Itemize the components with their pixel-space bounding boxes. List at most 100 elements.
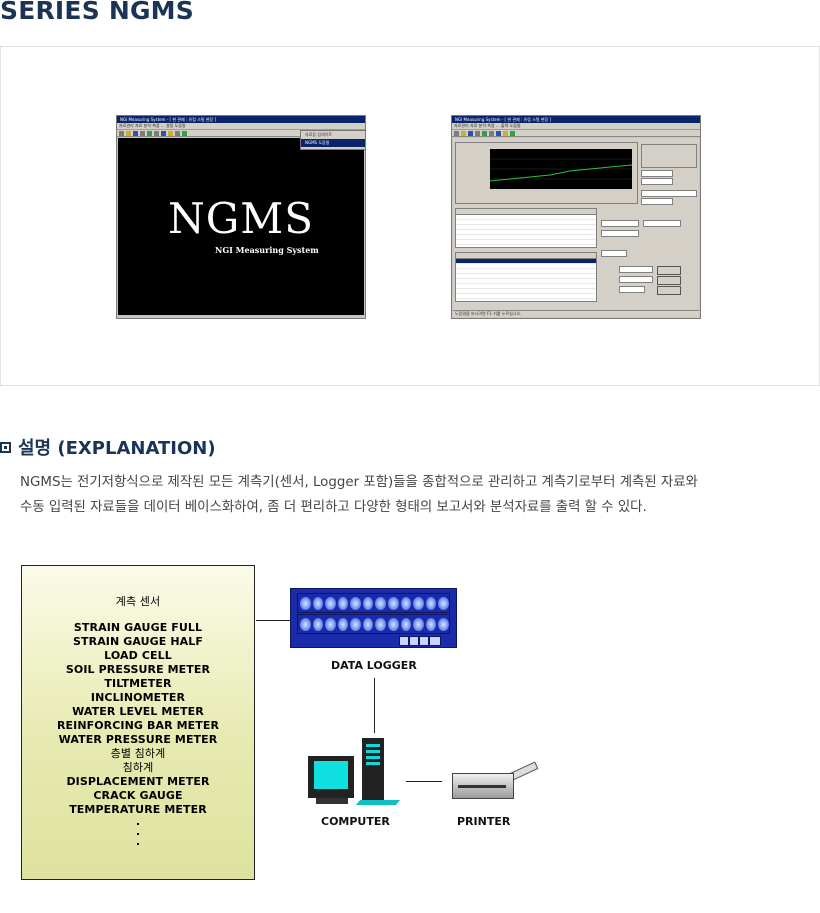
knob-icon xyxy=(400,596,412,610)
printer-icon xyxy=(452,761,539,803)
splash-area: NGMS NGI Measuring System xyxy=(118,138,364,315)
status-bar: 도움말을 보시려면 F1 키를 누르십시오. xyxy=(453,310,699,317)
knob-icon xyxy=(400,617,412,631)
grid-row[interactable] xyxy=(456,215,596,220)
toolbar xyxy=(452,130,700,137)
grid-row[interactable] xyxy=(456,259,596,264)
screenshots-panel: NGI Measuring System - [ 현 관제 : 유럽 스틸 현장… xyxy=(0,46,820,386)
date-select[interactable] xyxy=(601,220,639,227)
grid-row[interactable] xyxy=(456,289,596,294)
trend-chart xyxy=(490,149,632,189)
sensor-item: SOIL PRESSURE METER xyxy=(65,663,211,676)
keyboard-icon xyxy=(355,800,401,805)
input-field[interactable] xyxy=(619,286,645,293)
folder-icon xyxy=(126,131,131,136)
knob-icon xyxy=(413,596,424,610)
folder-icon xyxy=(461,131,466,136)
grid-row[interactable] xyxy=(456,294,596,299)
date-select[interactable] xyxy=(619,266,653,273)
grid-row[interactable] xyxy=(456,269,596,274)
printer-slot xyxy=(458,785,506,788)
grid-row[interactable] xyxy=(456,225,596,230)
grid-row[interactable] xyxy=(456,230,596,235)
window-titlebar: NGI Measuring System - [ 현 관제 : 유럽 스틸 현장… xyxy=(117,116,365,123)
toolbar-icon xyxy=(119,131,124,136)
input-field[interactable] xyxy=(641,190,697,197)
connector-line xyxy=(256,620,290,621)
toolbar xyxy=(117,130,365,137)
knob-icon xyxy=(300,596,311,610)
action-button[interactable] xyxy=(657,266,681,275)
description: NGMS는 전기저항식으로 제작된 모든 계측기(센서, Logger 포함)들… xyxy=(20,470,800,520)
knob-icon xyxy=(312,617,324,631)
date-select[interactable] xyxy=(643,220,681,227)
sensor-item: 침하계 xyxy=(122,761,154,774)
date-select[interactable] xyxy=(601,230,639,237)
action-button[interactable] xyxy=(657,276,681,285)
help-dropdown: 자료등 업데이트 NGMS 도움말 xyxy=(300,130,365,150)
drive-slot xyxy=(366,762,380,765)
chart-icon xyxy=(147,131,152,136)
monitor-icon xyxy=(308,756,354,798)
chart-icon xyxy=(482,131,487,136)
grid-row[interactable] xyxy=(456,264,596,269)
grid-row[interactable] xyxy=(456,284,596,289)
input-field[interactable] xyxy=(641,178,673,185)
save-icon xyxy=(133,131,138,136)
table-icon xyxy=(161,131,166,136)
indicator-light xyxy=(409,636,419,646)
knob-icon xyxy=(312,596,324,610)
grid-row[interactable] xyxy=(456,279,596,284)
knob-icon xyxy=(425,596,437,610)
knob-icon xyxy=(325,617,336,631)
knob-icon xyxy=(438,617,449,631)
splash-screenshot: NGI Measuring System - [ 현 관제 : 유럽 스틸 현장… xyxy=(116,115,366,319)
data-logger-device xyxy=(290,588,457,648)
grid-row[interactable] xyxy=(456,235,596,240)
sensor-item: . xyxy=(135,815,141,828)
monitor-stand xyxy=(316,798,348,804)
knob-icon xyxy=(388,596,399,610)
refresh-icon xyxy=(182,131,187,136)
grid-header xyxy=(456,209,596,215)
sensor-item: . xyxy=(135,835,141,848)
grid-row[interactable] xyxy=(456,274,596,279)
drive-slot xyxy=(366,744,380,747)
computer-label: COMPUTER xyxy=(321,815,390,828)
monitor-screen xyxy=(314,761,348,789)
data-grid xyxy=(455,252,597,302)
trend-chart-svg xyxy=(490,158,632,182)
main-window-screenshot: NGI Measuring System - [ 현 관제 : 유럽 스틸 현장… xyxy=(451,115,701,319)
options-group xyxy=(641,144,697,168)
sensor-item: TEMPERATURE METER xyxy=(69,803,207,816)
grid-row[interactable] xyxy=(456,240,596,245)
connector-line xyxy=(406,781,442,782)
dropdown-item: 자료등 업데이트 xyxy=(305,132,333,137)
square-bullet-icon xyxy=(0,441,11,453)
grid-row[interactable] xyxy=(456,220,596,225)
window-titlebar: NGI Measuring System - [ 현 관제 : 유럽 스틸 현장… xyxy=(452,116,700,123)
sensor-item: INCLINOMETER xyxy=(90,691,186,704)
input-field[interactable] xyxy=(641,170,673,177)
save-icon xyxy=(468,131,473,136)
input-field[interactable] xyxy=(601,250,627,257)
ngms-subtitle: NGI Measuring System xyxy=(215,245,319,255)
knob-icon xyxy=(413,617,424,631)
date-select[interactable] xyxy=(619,276,653,283)
knob-icon xyxy=(350,596,361,610)
section-title: 설명 (EXPLANATION) xyxy=(18,438,216,459)
knob-icon xyxy=(375,596,387,610)
section-header: 설명 (EXPLANATION) xyxy=(0,434,216,460)
input-field[interactable] xyxy=(641,198,673,205)
ngms-logo: NGMS xyxy=(167,194,315,243)
sensor-item: REINFORCING BAR METER xyxy=(56,719,220,732)
knob-icon xyxy=(362,596,374,610)
knob-icon xyxy=(337,596,349,610)
drive-slot xyxy=(366,756,380,759)
knob-icon xyxy=(337,617,349,631)
action-button[interactable] xyxy=(657,286,681,295)
knob-icon xyxy=(425,617,437,631)
knob-icon xyxy=(375,617,387,631)
computer-icon xyxy=(308,736,401,806)
